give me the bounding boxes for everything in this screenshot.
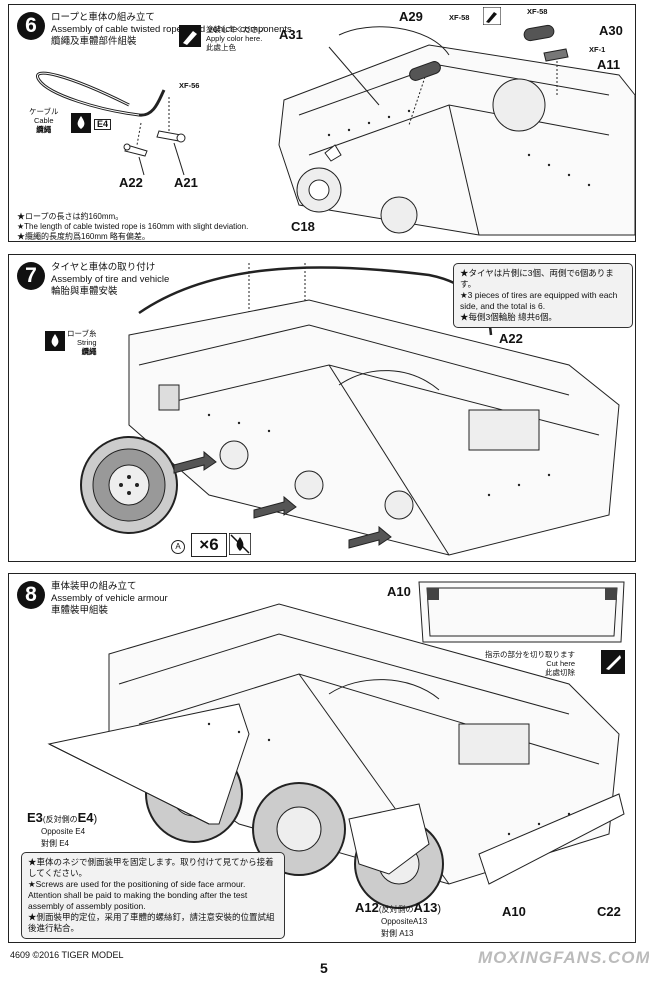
part-label-a11: A11 [597,57,621,72]
step-7-notes: ★タイヤは片側に3個、両側で6個あります。 ★3 pieces of tires… [453,263,633,328]
part-label-a31: A31 [279,27,303,42]
part-label-a30: A30 [599,23,623,38]
part-label-c22: C22 [597,904,621,919]
knife-cut-icon [601,650,625,674]
part-label-a10: A10 [387,584,411,599]
step-7-drawing [80,263,620,556]
step-6-panel: 6 ロープと車体の組み立て Assembly of cable twisted … [8,4,636,242]
watermark: MOXINGFANS.COM [478,948,649,967]
paint-note: 塗装してください Apply color here. 此處上色 [206,25,266,52]
multiplier-badge: ×6 [191,533,227,557]
no-glue-icon [229,533,251,555]
paint-code: XF-56 [179,81,200,90]
step-8-panel: 8 車体装甲の組み立て Assembly of vehicle armour 車… [8,573,636,943]
step-8-notes: ★車体のネジで側面装甲を固定します。取り付けて見てから接着してください。 ★Sc… [21,852,285,939]
glue-icon [45,331,65,351]
part-label-a21: A21 [174,175,198,190]
paint-brush-icon [483,7,501,25]
step-6-drawing [36,24,635,236]
paint-brush-icon [179,25,201,47]
e3-label: E3(反対側のE4) Opposite E4 對側 E4 [27,810,98,848]
step-7-panel: 7 タイヤと車体の取り付け Assembly of tire and vehic… [8,254,636,562]
string-label: ローブ糸 String 纜繩 [67,329,97,356]
paint-code-a29: XF-58 [449,13,470,22]
step-number: 8 [17,581,45,609]
cable-label: ケーブル Cable 纜繩 [29,107,59,134]
step-title: ロープと車体の組み立て Assembly of cable twisted ro… [51,12,292,47]
part-label-c18: C18 [291,219,315,234]
paint-code-a30: XF-58 [527,7,548,16]
part-label-a22: A22 [119,175,143,190]
part-label-a10b: A10 [502,904,526,919]
part-label-a22: A22 [499,331,523,346]
glue-icon [71,113,91,133]
footer-code: 4609 ©2016 TIGER MODEL [10,950,124,960]
step-title: タイヤと車体の取り付け Assembly of tire and vehicle… [51,262,170,297]
step-number: 6 [17,12,45,40]
step-number: 7 [17,262,45,290]
paint-code-xf1: XF-1 [589,45,606,54]
cut-note: 指示の部分を切り取ります Cut here 此處切除 [485,650,575,677]
step-title: 車体装甲の組み立て Assembly of vehicle armour 車體裝… [51,581,168,616]
step-8-drawing [47,581,625,909]
cable-tag: E4 [94,119,112,130]
step-6-notes: ★ロープの長さは約160mm。 ★The length of cable twi… [17,212,249,241]
a12-label: A12(反対側のA13) OppositeA13 對側 A13 [355,900,442,938]
part-label-a29: A29 [399,9,423,24]
circle-label: A [171,540,185,554]
page-number: 5 [320,960,328,976]
